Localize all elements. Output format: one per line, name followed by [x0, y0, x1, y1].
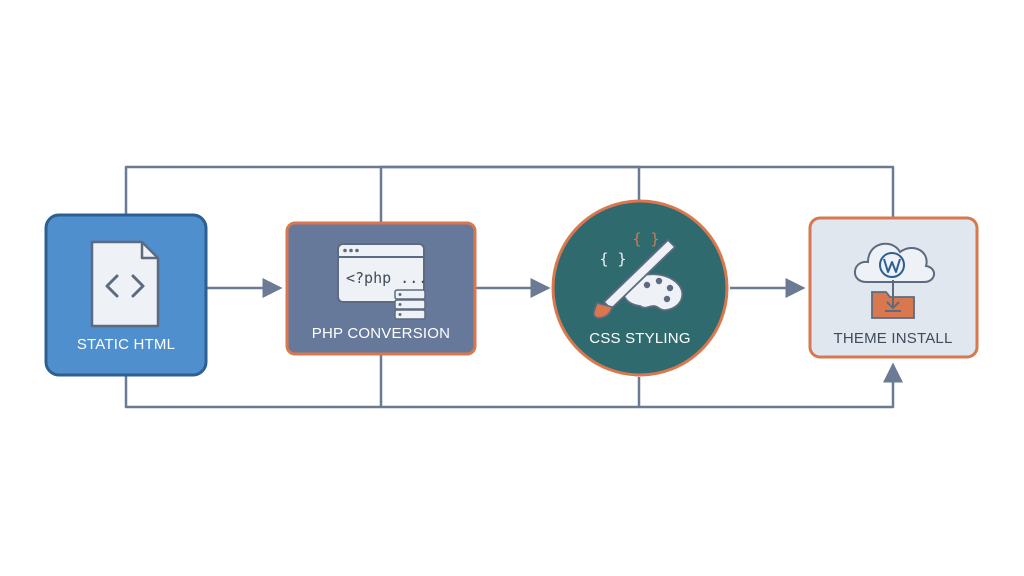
- php-window-icon: <?php ...: [337, 243, 427, 303]
- static-html-node: STATIC HTML: [44, 213, 208, 377]
- theme-install-node: THEME INSTALL: [808, 216, 979, 359]
- wordpress-cloud-icon: [854, 242, 935, 283]
- brush-palette-icon: { } { }: [592, 230, 684, 319]
- php-conversion-label: PHP CONVERSION: [312, 325, 450, 342]
- css-styling-node: { } { } CSS STYLING: [551, 199, 729, 377]
- server-stack-icon: [394, 289, 426, 320]
- php-snippet: <?php ...: [346, 269, 427, 287]
- theme-install-label: THEME INSTALL: [833, 330, 952, 347]
- css-small-snippet: { }: [632, 230, 659, 248]
- html-file-icon: [90, 240, 160, 328]
- top-connector-static-to-css: [124, 165, 641, 215]
- static-html-label: STATIC HTML: [77, 336, 175, 353]
- bottom-connector-main: [124, 362, 903, 409]
- top-connector-php-to-theme: [379, 165, 895, 223]
- css-snippet: { }: [599, 250, 626, 268]
- css-styling-label: CSS STYLING: [589, 330, 690, 347]
- download-folder-icon: [871, 280, 915, 319]
- php-conversion-node: <?php ... PHP CONVERSION: [285, 221, 477, 356]
